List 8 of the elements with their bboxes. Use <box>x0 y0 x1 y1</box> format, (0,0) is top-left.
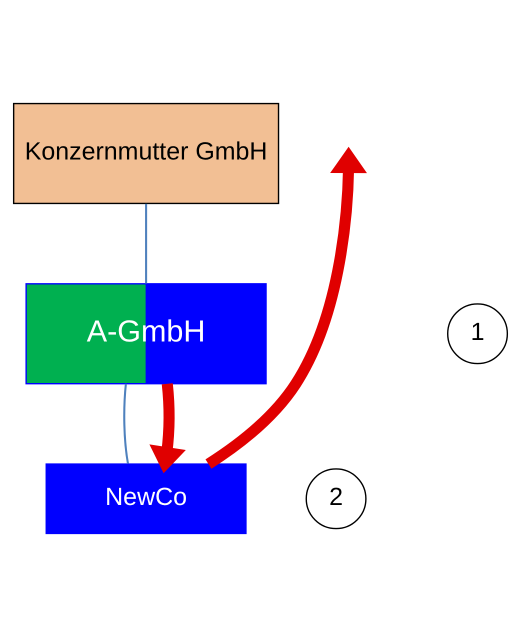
node-circle: 1 <box>447 303 508 364</box>
connector <box>123 384 129 464</box>
node-circle: 2 <box>306 468 367 530</box>
node-box: Konzernmutter GmbH <box>12 102 280 204</box>
node-box: NewCo <box>46 463 247 534</box>
arrow <box>205 146 367 469</box>
connector <box>145 204 148 284</box>
arrow <box>149 383 186 474</box>
